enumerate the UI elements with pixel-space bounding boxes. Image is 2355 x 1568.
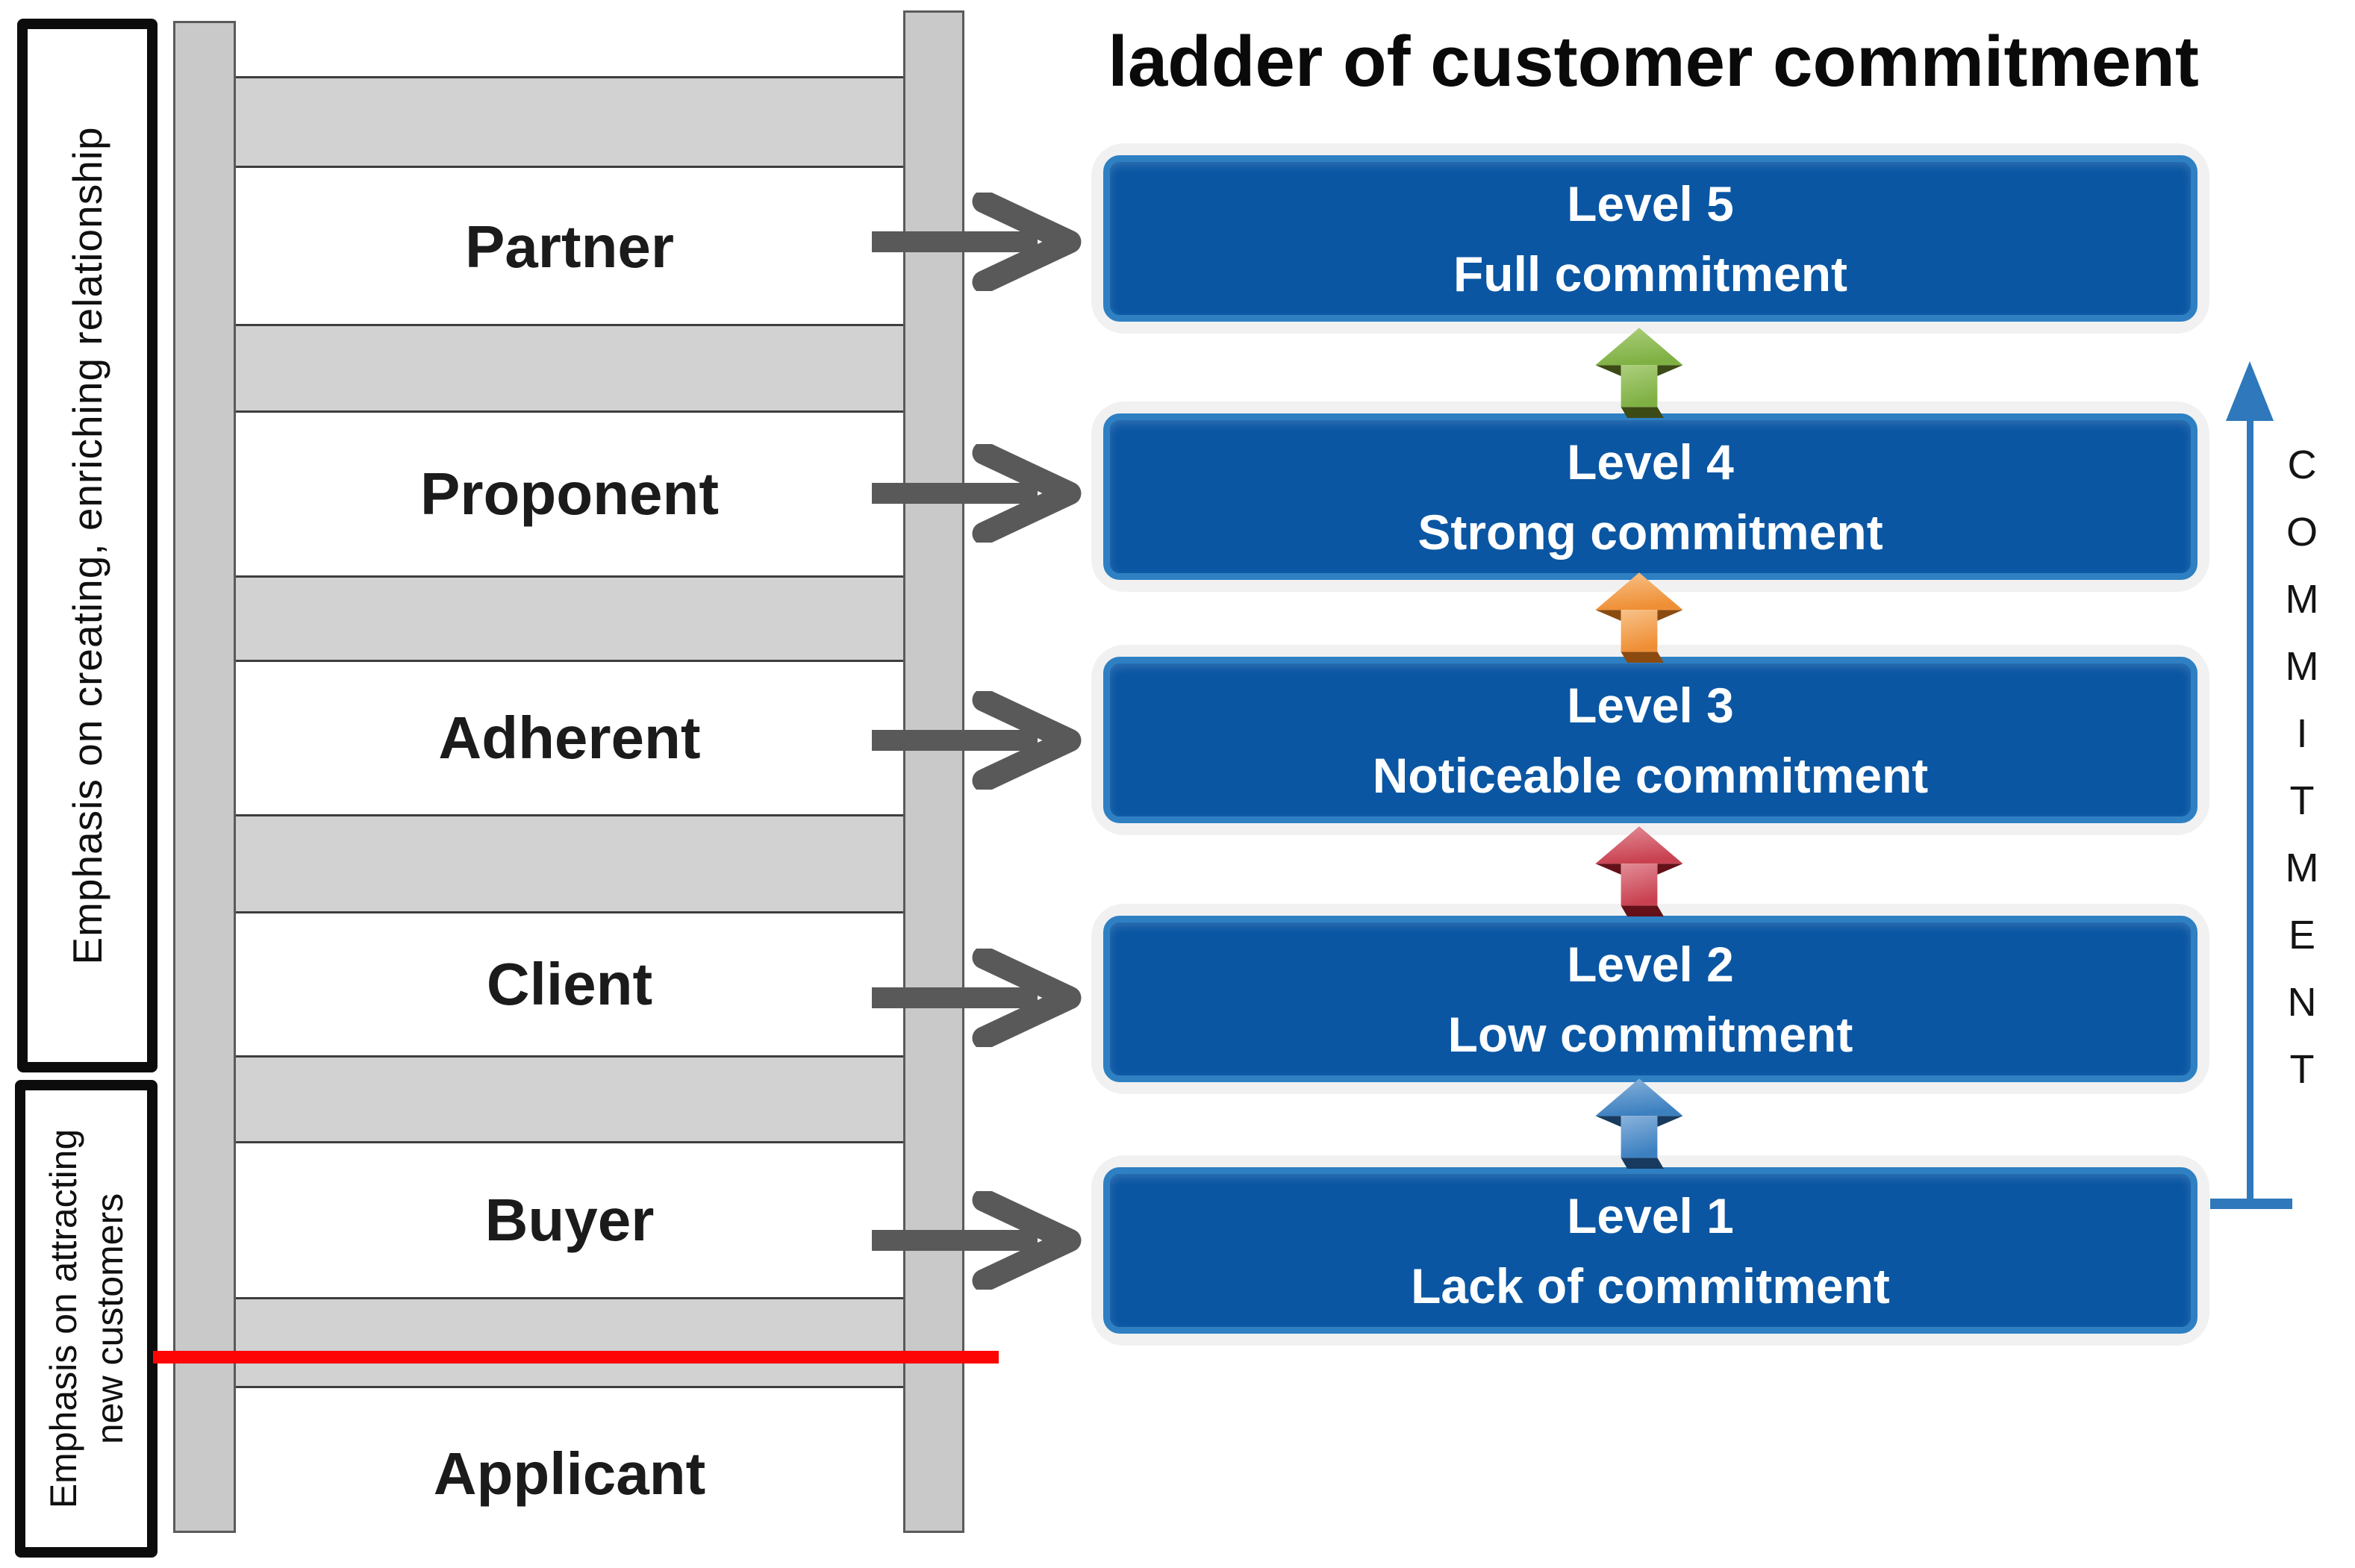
emphasis-attracting-box: Emphasis on attracting new customers [15,1080,157,1558]
level-card: Level 3 Noticeable commitment [1091,645,2209,835]
ladder-left-rail [173,21,236,1533]
right-arrow-icon [872,441,1087,546]
axis-letter: C [2287,443,2317,487]
axis-letter: M [2285,577,2319,622]
emphasis-attracting-line2: new customers [88,1193,131,1445]
level-box: Level 2 Low commitment [1103,916,2198,1082]
level-box: Level 4 Strong commitment [1103,413,2198,580]
ladder-label-partner: Partner [464,213,675,280]
red-up-arrow-icon [1573,825,1705,920]
ladder-rung [230,814,911,913]
blue-up-arrow-icon [1573,1078,1705,1172]
axis-letter: O [2286,510,2318,555]
ladder-right-rail [903,10,964,1533]
level-caption: Lack of commitment [1411,1258,1890,1314]
level-title: Level 3 [1567,677,1734,733]
level-title: Level 4 [1567,434,1734,490]
axis-letter: T [2289,778,2315,823]
right-arrow-icon [872,1188,1087,1293]
axis-letter: M [2285,644,2319,689]
ladder-label-adherent: Adherent [438,705,701,771]
level-caption: Noticeable commitment [1372,747,1929,803]
level-box: Level 1 Lack of commitment [1103,1167,2198,1334]
ladder-label-applicant: Applicant [433,1440,706,1507]
right-arrow-icon [872,190,1087,295]
ladder-rung [230,575,911,662]
level-title: Level 2 [1567,936,1734,992]
level-title: Level 5 [1567,175,1734,231]
axis-letter: N [2287,980,2317,1025]
ladder-rung [230,1297,911,1388]
level-card: Level 1 Lack of commitment [1091,1155,2209,1346]
axis-letter: M [2285,846,2319,890]
up-axis-arrow-icon [2206,355,2296,1225]
level-caption: Full commitment [1453,246,1848,302]
page-title: ladder of customer commitment [1108,22,2199,101]
ladder-label-buyer: Buyer [484,1187,655,1253]
level-caption: Strong commitment [1417,504,1883,560]
level-caption: Low commitment [1447,1006,1853,1062]
level-card: Level 5 Full commitment [1091,143,2209,334]
level-box: Level 5 Full commitment [1103,155,2198,322]
emphasis-relationship-label: Emphasis on creating, enriching relation… [64,126,110,965]
emphasis-attracting-line1: Emphasis on attracting [42,1128,84,1509]
orange-up-arrow-icon [1573,572,1705,666]
right-arrow-icon [872,688,1087,793]
axis-letter: I [2296,711,2308,756]
axis-letter: E [2288,913,2316,958]
level-card: Level 4 Strong commitment [1091,402,2209,592]
ladder-rung [230,324,911,413]
level-box: Level 3 Noticeable commitment [1103,657,2198,823]
divider-red-line [153,1351,999,1364]
green-up-arrow-icon [1573,327,1705,422]
ladder-label-proponent: Proponent [420,460,719,527]
level-card: Level 2 Low commitment [1091,904,2209,1094]
ladder-label-client: Client [486,951,653,1017]
axis-letter: T [2289,1047,2315,1092]
ladder-rung [230,76,911,168]
emphasis-attracting-label: Emphasis on attracting new customers [40,1129,133,1509]
ladder-rung [230,1055,911,1143]
emphasis-relationship-box: Emphasis on creating, enriching relation… [17,19,157,1072]
level-title: Level 1 [1567,1187,1734,1243]
right-arrow-icon [872,946,1087,1051]
